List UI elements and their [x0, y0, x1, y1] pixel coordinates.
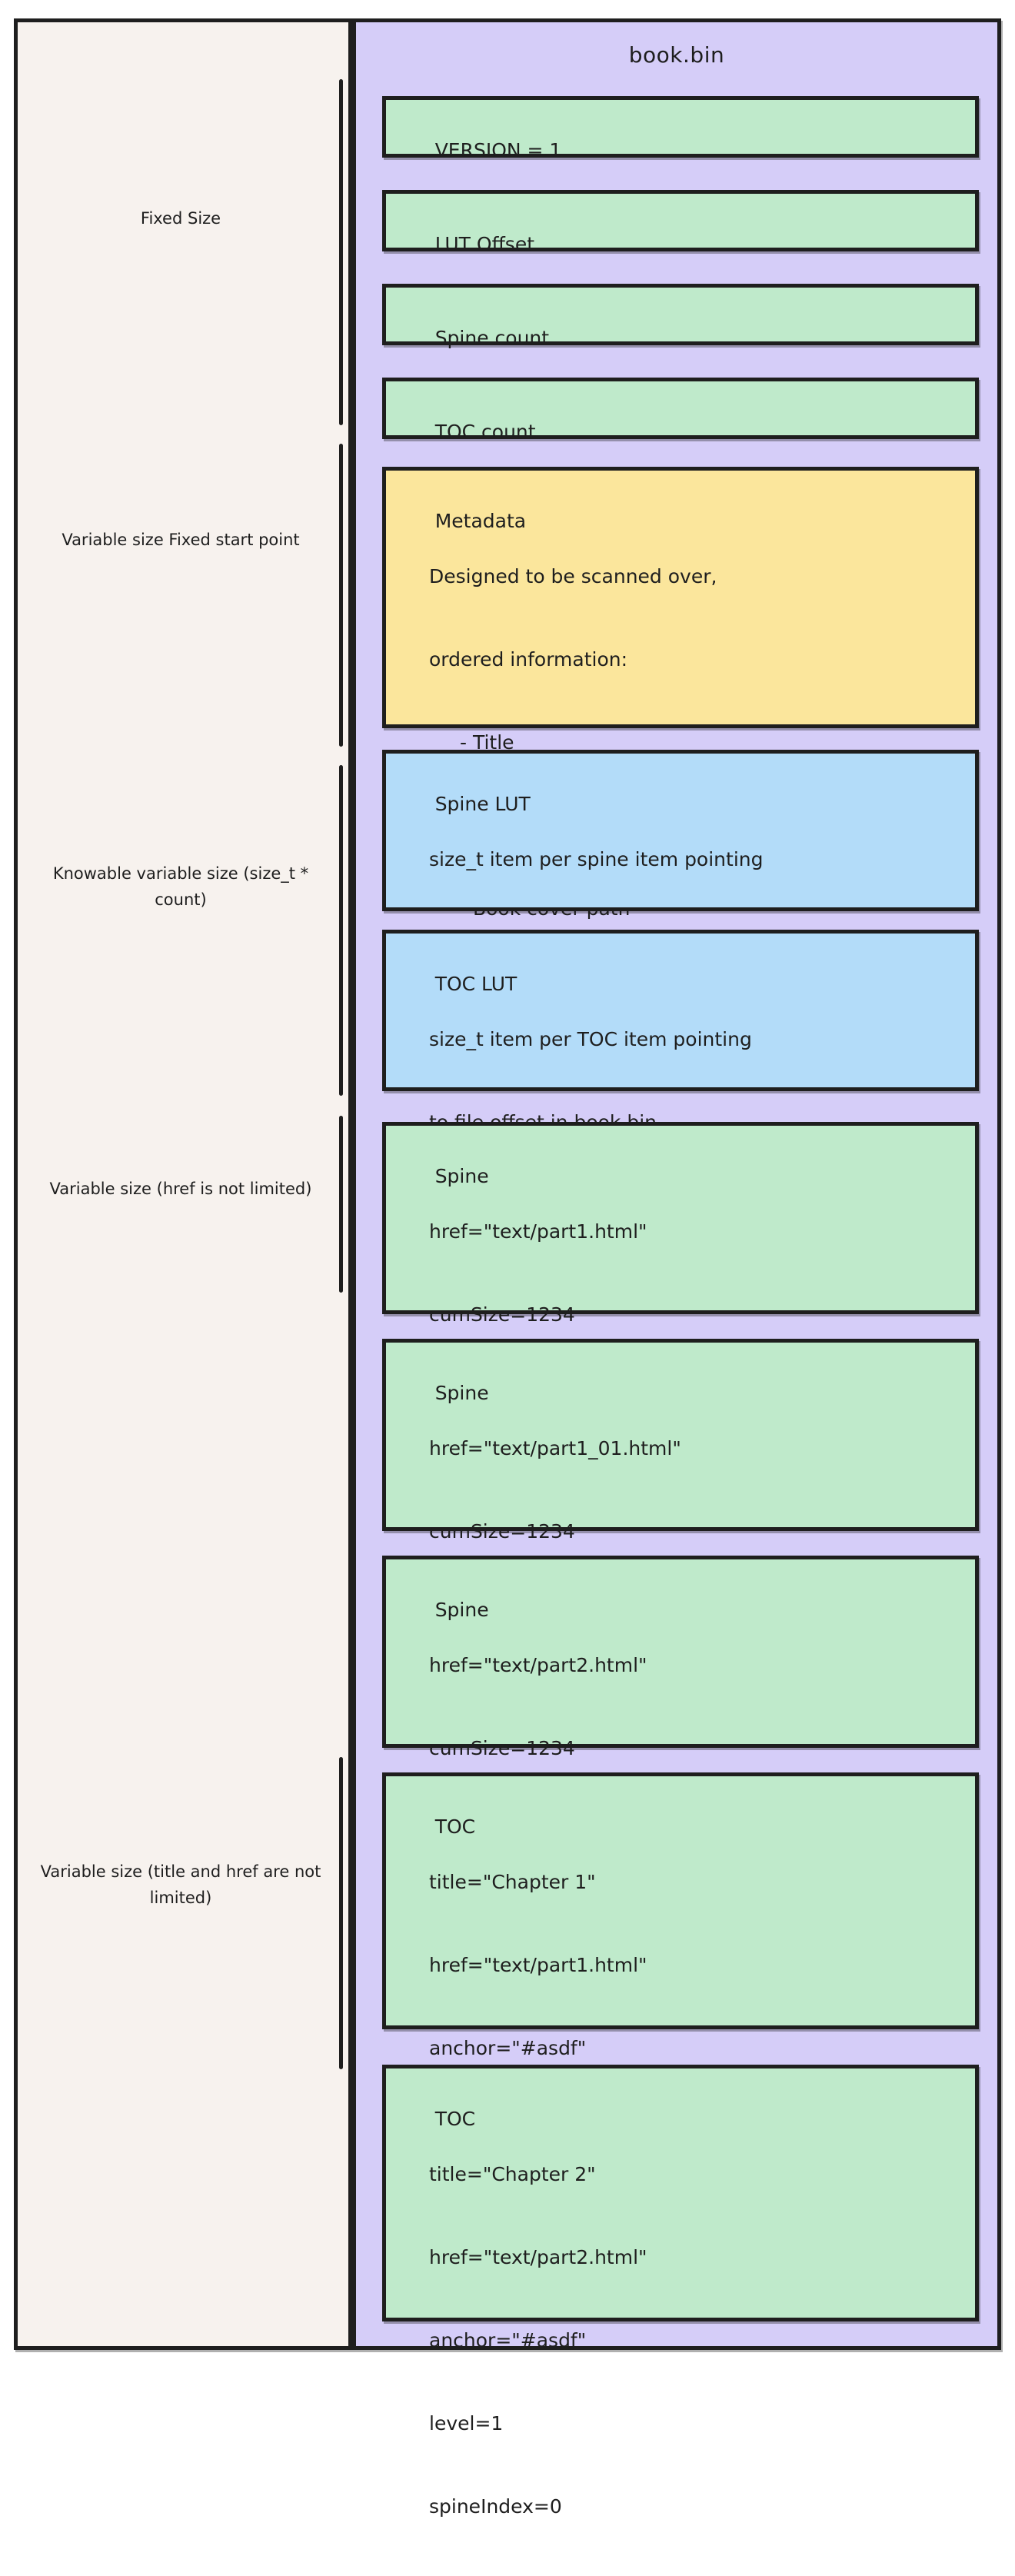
record-line: Designed to be scanned over,	[429, 565, 717, 587]
record-version: VERSION = 1	[382, 96, 979, 161]
record-toc-count: TOC count	[382, 378, 979, 443]
record-metadata: Metadata Designed to be scanned over, or…	[382, 467, 979, 920]
group-label-text: Variable size (title and href are not li…	[40, 1862, 321, 1907]
group-label-text: Variable size Fixed start point	[62, 531, 300, 549]
record-title: TOC	[434, 2108, 476, 2130]
group-label-variable-href: Variable size (href is not limited)	[27, 1176, 334, 1202]
bracket-fixed-size	[339, 79, 343, 425]
record-spine-2: Spine href="text/part1_01.html" cumSize=…	[382, 1339, 979, 1626]
record-lut-offset: LUT Offset	[382, 190, 979, 255]
record-title: Spine	[434, 1382, 489, 1404]
record-line: title="Chapter 2"	[429, 2163, 596, 2185]
record-title: LUT Offset	[434, 233, 534, 255]
record-line: href="text/part1_01.html"	[429, 1437, 681, 1459]
group-label-knowable-variable: Knowable variable size (size_t * count)	[27, 860, 334, 913]
group-label-variable-fixed-start: Variable size Fixed start point	[27, 527, 334, 553]
record-title: Spine count	[434, 327, 550, 349]
group-label-variable-title-href: Variable size (title and href are not li…	[27, 1859, 334, 1911]
group-label-text: Variable size (href is not limited)	[49, 1180, 312, 1198]
record-toc-1: TOC title="Chapter 1" href="text/part1.h…	[382, 1772, 979, 2225]
record-line: href="text/part2.html"	[429, 1654, 647, 1676]
record-line: cumSize=1234	[429, 1303, 575, 1326]
record-spine-1: Spine href="text/part1.html" cumSize=123…	[382, 1122, 979, 1409]
record-line: href="text/part1.html"	[429, 1220, 647, 1243]
group-label-text: Fixed Size	[140, 209, 221, 228]
record-title: TOC LUT	[434, 973, 517, 995]
record-line: cumSize=1234	[429, 1737, 575, 1759]
record-title: VERSION = 1	[434, 139, 562, 161]
bracket-variable-title-href	[339, 1757, 343, 2069]
record-spine-3: Spine href="text/part2.html" cumSize=123…	[382, 1556, 979, 1842]
group-label-text: Knowable variable size (size_t * count)	[52, 864, 309, 909]
record-title: TOC count	[434, 421, 536, 443]
record-line: size_t item per TOC item pointing	[429, 1028, 752, 1050]
record-spine-lut: Spine LUT size_t item per spine item poi…	[382, 750, 979, 954]
bracket-variable-fixed-start	[339, 444, 343, 747]
record-line: spineIndex=0	[429, 2495, 562, 2518]
file-title: book.bin	[628, 42, 725, 68]
file-layout-panel: book.bin VERSION = 1 LUT Offset Spine co…	[352, 18, 1001, 2518]
record-title: Spine	[434, 1599, 489, 1621]
record-line: cumSize=1234	[429, 1520, 575, 1543]
group-label-fixed-size: Fixed Size	[27, 205, 334, 231]
record-line: anchor="#asdf"	[429, 2037, 587, 2059]
record-title: Metadata	[434, 510, 527, 532]
record-line: level=1	[429, 2412, 504, 2435]
record-line: href="text/part1.html"	[429, 1954, 647, 1976]
record-line: size_t item per spine item pointing	[429, 848, 764, 870]
bracket-variable-href	[339, 1116, 343, 1293]
record-title: Spine LUT	[434, 793, 531, 815]
record-spine-count: Spine count	[382, 284, 979, 349]
diagram-canvas: Fixed Size Variable size Fixed start poi…	[14, 18, 1001, 2518]
record-toc-lut: TOC LUT size_t item per TOC item pointin…	[382, 930, 979, 1133]
record-toc-2: TOC title="Chapter 2" href="text/part2.h…	[382, 2065, 979, 2518]
bracket-knowable-variable	[339, 765, 343, 1096]
record-title: Spine	[434, 1165, 489, 1187]
record-line: href="text/part2.html"	[429, 2246, 647, 2268]
annotations-panel: Fixed Size Variable size Fixed start poi…	[14, 18, 352, 2350]
record-line: anchor="#asdf"	[429, 2329, 587, 2351]
record-line: title="Chapter 1"	[429, 1871, 596, 1893]
record-line: ordered information:	[429, 648, 628, 671]
record-title: TOC	[434, 1816, 476, 1838]
